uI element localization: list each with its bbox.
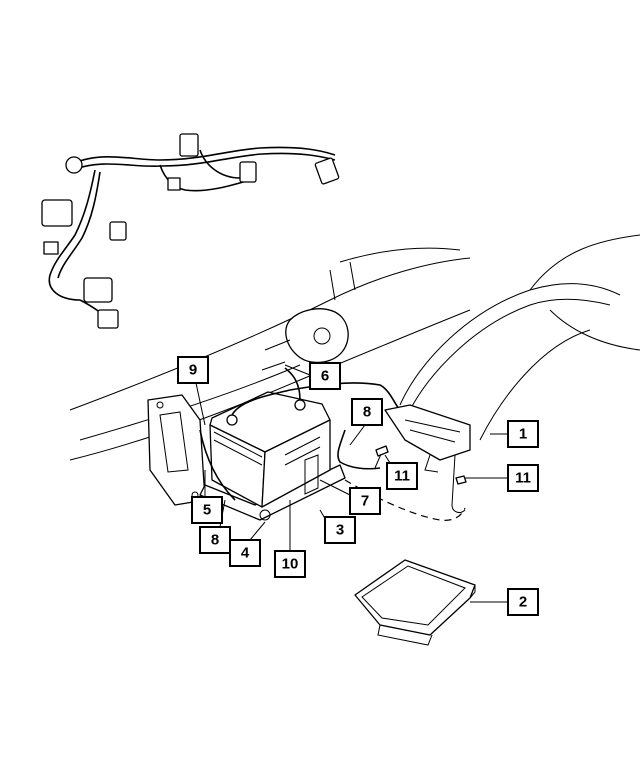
callout-label: 8 bbox=[211, 532, 219, 549]
ground-bracket bbox=[374, 404, 471, 513]
callout-8-lower: 8 bbox=[199, 526, 231, 554]
callout-9: 9 bbox=[177, 356, 209, 384]
callout-2: 2 bbox=[507, 588, 539, 616]
callout-4: 4 bbox=[229, 539, 261, 567]
wiring-harness bbox=[41, 133, 340, 329]
callout-label: 7 bbox=[361, 493, 369, 510]
callout-label: 11 bbox=[515, 470, 531, 487]
callout-label: 10 bbox=[282, 556, 299, 573]
callout-11-right: 11 bbox=[507, 464, 539, 492]
vehicle-frame bbox=[69, 234, 640, 461]
callout-label: 1 bbox=[519, 426, 527, 443]
callout-label: 2 bbox=[519, 594, 527, 611]
callout-10: 10 bbox=[274, 550, 306, 578]
callout-7: 7 bbox=[349, 487, 381, 515]
callout-label: 4 bbox=[241, 545, 250, 562]
callout-3: 3 bbox=[324, 516, 356, 544]
callout-label: 11 bbox=[394, 468, 410, 485]
callout-8-upper: 8 bbox=[351, 398, 383, 426]
callout-6: 6 bbox=[309, 362, 341, 390]
callout-label: 6 bbox=[321, 368, 329, 385]
callout-5: 5 bbox=[191, 496, 223, 524]
callout-11-left: 11 bbox=[386, 462, 418, 490]
callout-label: 5 bbox=[203, 502, 211, 519]
battery-shield bbox=[354, 559, 476, 646]
callout-label: 8 bbox=[363, 404, 371, 421]
callout-1: 1 bbox=[507, 420, 539, 448]
battery-bracket bbox=[147, 394, 206, 506]
callout-label: 9 bbox=[189, 362, 197, 379]
callout-label: 3 bbox=[336, 522, 344, 539]
